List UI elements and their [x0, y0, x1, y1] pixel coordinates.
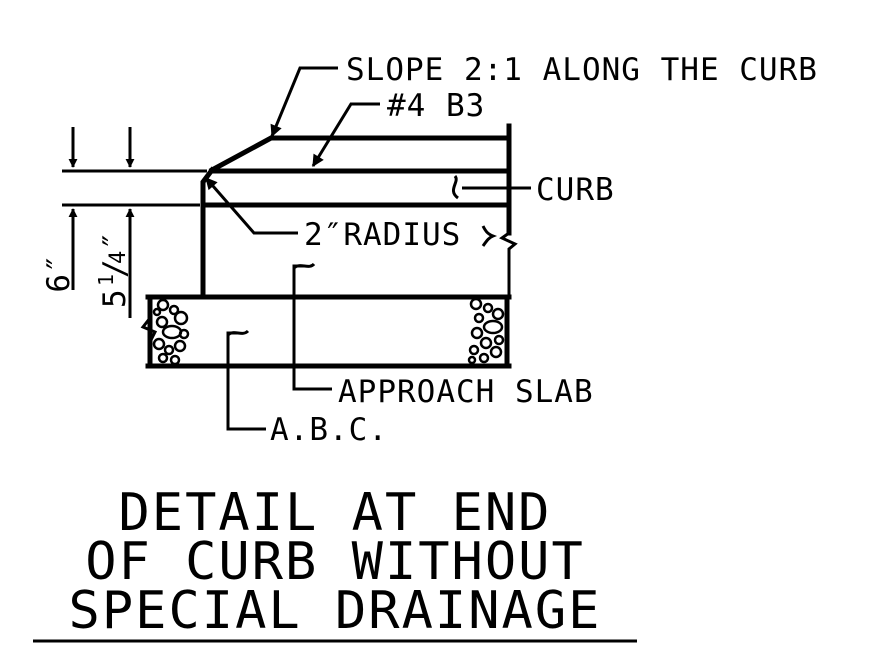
dimension-5-1-4-inch [118, 127, 200, 318]
note-approach-slab: APPROACH SLAB [338, 374, 594, 410]
curb-slope-line [208, 135, 508, 174]
note-radius: 2″RADIUS [304, 217, 461, 253]
note-abc: A.B.C. [270, 412, 388, 448]
dim-5-1-4-label: 5 1 / 4 ″ [94, 230, 133, 308]
dim-6-label: 6″ [41, 253, 77, 292]
slope-leader [270, 66, 338, 138]
dim-5-numerator: 1 [94, 274, 118, 286]
leaders [204, 66, 531, 431]
abc-aggregate [140, 294, 510, 369]
dim-5-inch-mark: ″ [97, 230, 133, 250]
abc-leader [226, 331, 266, 431]
note-slope: SLOPE 2:1 ALONG THE CURB [346, 52, 818, 88]
note-rebar: #4 B3 [387, 88, 485, 124]
rebar-leader [311, 102, 380, 168]
note-curb: CURB [536, 172, 615, 208]
dim-5-slash: / [97, 258, 133, 278]
radius-brace [481, 225, 498, 247]
dim-5-denominator: 4 [106, 251, 131, 264]
dimension-6-inch [62, 127, 207, 290]
approach-slab-outline [145, 123, 518, 369]
title-line-3: SPECIAL DRAINAGE [69, 581, 602, 641]
dim-5-whole: 5 [97, 288, 133, 308]
title-line-2: OF CURB WITHOUT [85, 532, 585, 592]
radius-leader [204, 177, 298, 235]
curb-break-mark [452, 175, 460, 200]
approach-slab-leader [292, 264, 332, 391]
title-line-1: DETAIL AT END [119, 483, 552, 543]
